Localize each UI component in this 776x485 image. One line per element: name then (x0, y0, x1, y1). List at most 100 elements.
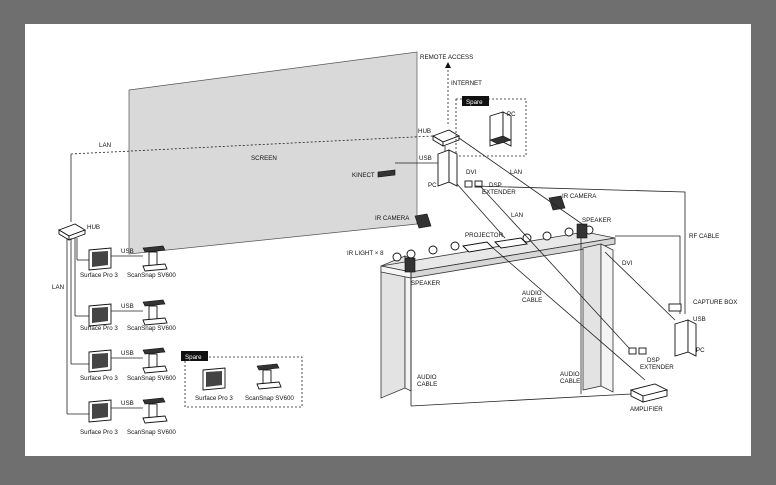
spare-badge-pc (462, 96, 489, 106)
right-pc-icon (674, 319, 697, 357)
surface-pro-icon (88, 399, 112, 423)
speaker-left-icon (404, 257, 416, 273)
lan-cable-screen (70, 135, 434, 155)
ir-light-icon (428, 245, 438, 255)
lan-label-top: LAN (99, 142, 111, 149)
system-diagram: SCREEN REMOTE ACCESS INTERNET HUB Spare … (52, 51, 737, 436)
spare-pc-icon (489, 111, 512, 147)
remote-access-label: REMOTE ACCESS (420, 54, 473, 61)
dsp-extender-bottom-a (628, 347, 637, 355)
dvi-label-right: DVI (622, 260, 633, 267)
kinect-label: KINECT (352, 172, 375, 179)
surface-pro-icon (88, 349, 112, 373)
surface-label-3: Surface Pro 3 (80, 375, 118, 382)
capture-box-icon (668, 303, 682, 312)
lan-label-left: LAN (52, 284, 64, 291)
speaker-label-right: SPEAKER (582, 217, 612, 224)
ir-light-label: IR LIGHT × 8 (347, 250, 384, 257)
usb-label-4: USB (121, 400, 134, 407)
surface-label-2: Surface Pro 3 (80, 325, 118, 332)
spare-badge-devices-label: Spare (185, 354, 202, 361)
ir-camera-left-icon (414, 213, 432, 229)
top-hub-side (442, 135, 460, 147)
dsp-label-bottom: DSP (647, 357, 660, 364)
ir-camera-label-right: IR CAMERA (562, 193, 597, 200)
lan-cable-hub-right (458, 137, 586, 227)
screen-label: SCREEN (251, 155, 277, 162)
left-hub-side (68, 229, 86, 241)
top-hub-label: HUB (418, 128, 431, 135)
surface-label-4: Surface Pro 3 (80, 429, 118, 436)
usb-label-2: USB (121, 303, 134, 310)
extender-label-bottom: EXTENDER (640, 364, 674, 371)
audio-label-mid-2: CABLE (522, 297, 542, 304)
left-hub-label: HUB (87, 224, 100, 231)
scansnap-icon (142, 245, 168, 272)
dsp-cable-bottom (480, 186, 630, 349)
surface-pro-icon (88, 247, 112, 271)
audio-label-right-1: AUDIO (560, 371, 580, 378)
audio-label-mid-1: AUDIO (522, 290, 542, 297)
spare-scansnap-icon (256, 363, 282, 390)
lan-cable-pc-projector (456, 183, 506, 239)
dsp-extender-top-b (474, 180, 483, 188)
ir-light-icon (542, 231, 552, 241)
scansnap-icon (142, 397, 168, 424)
scansnap-label-1: ScanSnap SV600 (127, 272, 176, 279)
dsp-label-top: DSP (489, 182, 502, 189)
audio-label-left-1: AUDIO (417, 374, 437, 381)
spare-surface-label: Surface Pro 3 (195, 395, 233, 402)
scansnap-label-3: ScanSnap SV600 (127, 375, 176, 382)
usb-label-1: USB (121, 248, 134, 255)
spare-scansnap-label: ScanSnap SV600 (245, 395, 294, 402)
speaker-label-left: SPEAKER (411, 280, 441, 287)
rf-cable (615, 235, 681, 314)
scansnap-label-4: ScanSnap SV600 (127, 429, 176, 436)
kinect-device (377, 169, 396, 178)
projector-label: PROJECTOR (465, 232, 504, 239)
ir-camera-label-left: IR CAMERA (375, 215, 410, 222)
spare-pc-label: PC (507, 111, 516, 118)
audio-label-right-2: CABLE (560, 378, 580, 385)
scansnap-label-2: ScanSnap SV600 (127, 325, 176, 332)
amplifier-label: AMPLIFIER (630, 406, 663, 413)
extender-label-top: EXTENDER (482, 189, 516, 196)
scansnap-icon (142, 299, 168, 326)
usb-label-pc: USB (419, 155, 432, 162)
lan-label-mid-2: LAN (511, 212, 523, 219)
usb-label-3: USB (121, 350, 134, 357)
spare-badge-pc-label: Spare (466, 99, 483, 106)
capture-box-label: CAPTURE BOX (693, 299, 737, 306)
diagram-canvas: SCREEN REMOTE ACCESS INTERNET HUB Spare … (25, 24, 751, 456)
dsp-extender-top-a (464, 180, 473, 188)
scansnap-icon (142, 347, 168, 374)
ir-light-icon (406, 249, 416, 259)
spare-surface-pro-icon (202, 367, 226, 391)
internet-label: INTERNET (451, 80, 482, 87)
surface-label-1: Surface Pro 3 (80, 272, 118, 279)
right-pc-label: PC (696, 347, 705, 354)
usb-label-capture: USB (693, 316, 706, 323)
surface-pro-icon (88, 303, 112, 327)
rf-cable-top (474, 185, 686, 314)
ir-light-icon (450, 241, 460, 251)
speaker-right-icon (576, 223, 588, 239)
screen-panel (128, 51, 418, 255)
projector-right (494, 237, 528, 249)
dvi-cable-right (604, 251, 676, 321)
lan-label-mid-1: LAN (510, 169, 522, 176)
spare-badge-devices (181, 351, 208, 361)
ir-light-icon (564, 227, 574, 237)
ir-camera-right-icon (548, 195, 566, 211)
audio-label-left-2: CABLE (417, 381, 437, 388)
main-pc-icon (437, 149, 458, 187)
amplifier-icon (629, 383, 669, 403)
arrow-up-icon (445, 62, 451, 68)
ir-light-icon (392, 252, 402, 262)
audio-cable-diag (492, 247, 646, 381)
main-pc-label: PC (428, 182, 437, 189)
spare-pc-box (455, 98, 527, 157)
ir-light-icon (522, 233, 532, 243)
rf-cable-label: RF CABLE (689, 233, 719, 240)
audio-cable-bottom (410, 393, 632, 407)
